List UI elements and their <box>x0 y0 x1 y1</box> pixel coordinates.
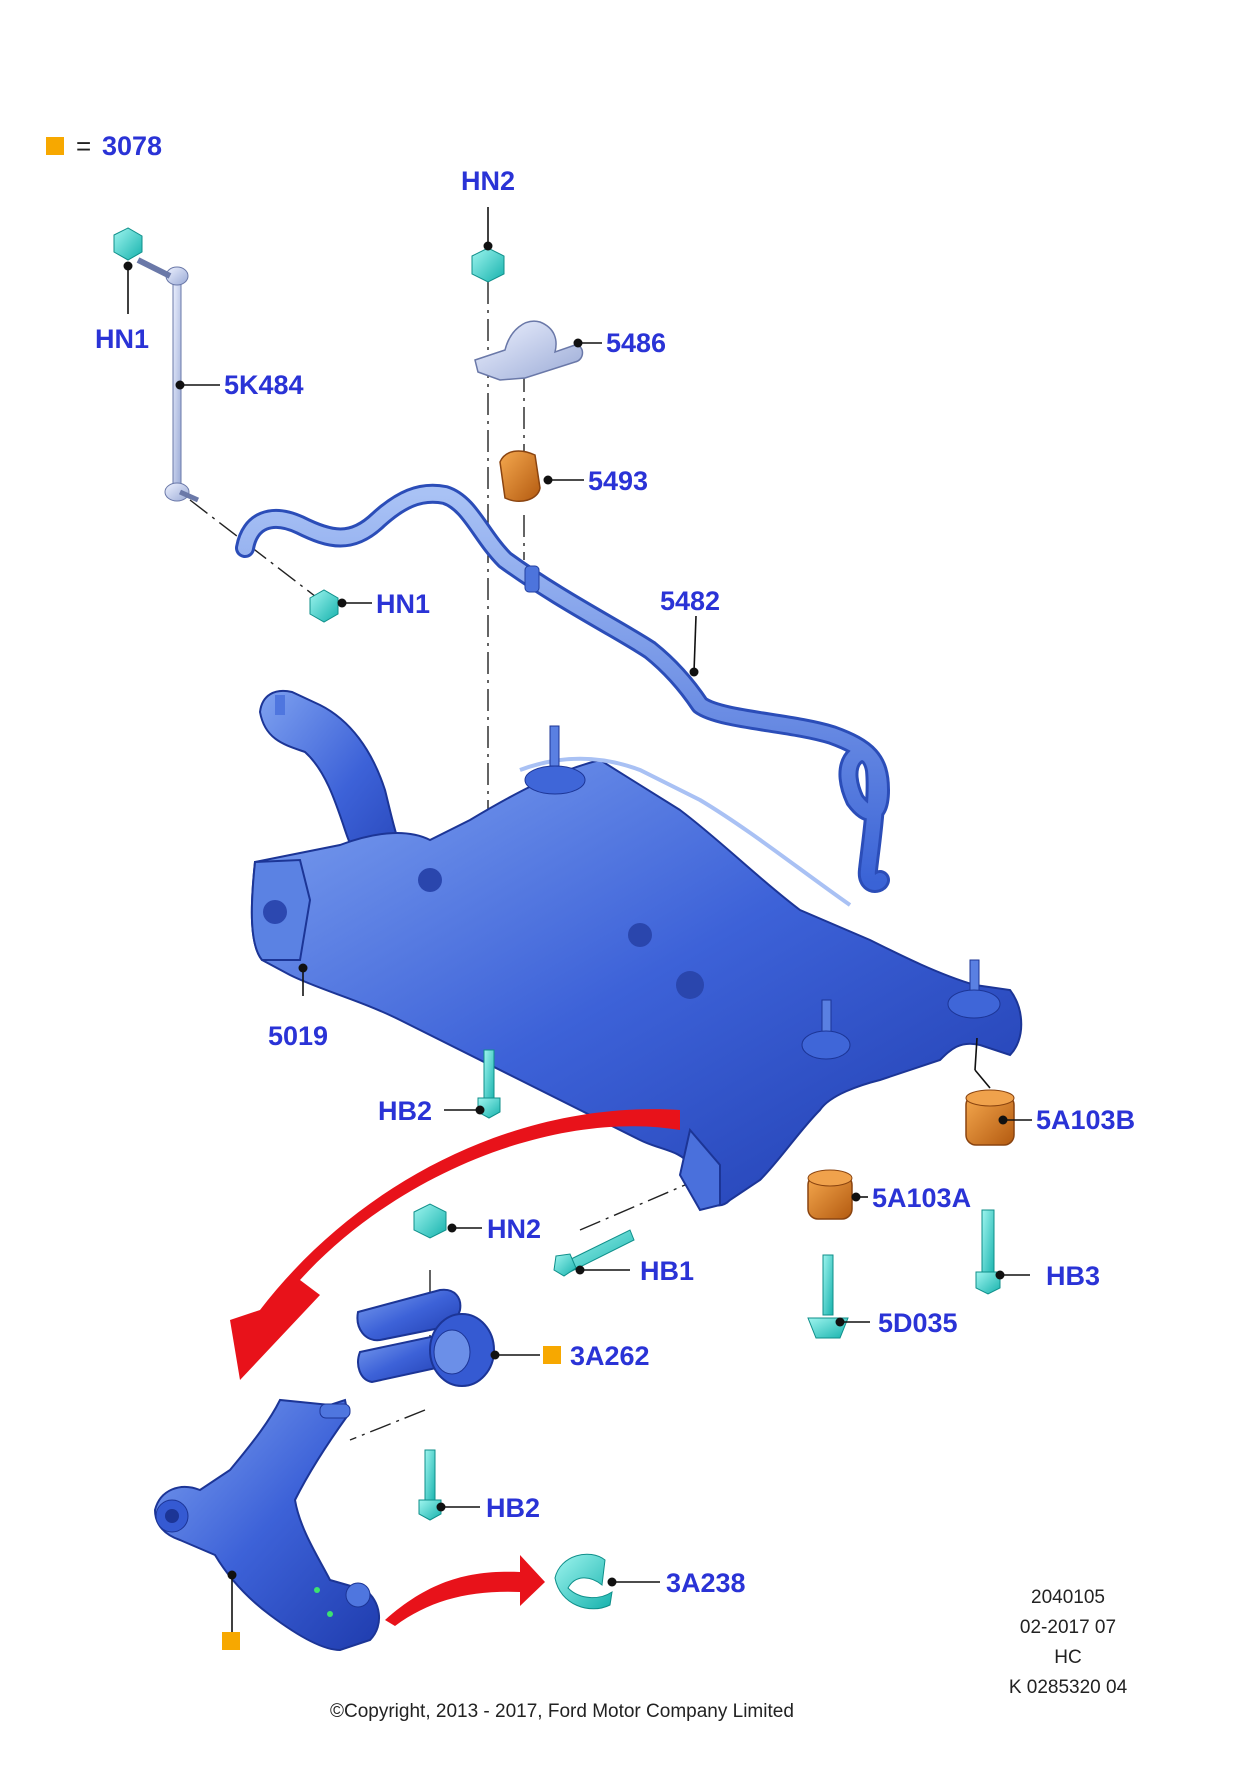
copyright-notice: ©Copyright, 2013 - 2017, Ford Motor Comp… <box>330 1701 794 1722</box>
stabilizer-bar-5482 <box>235 483 890 893</box>
label-hn2-top: HN2 <box>461 166 516 196</box>
legend-marker-3a262 <box>543 1346 561 1364</box>
label-5k484: 5K484 <box>224 370 304 400</box>
label-3a238: 3A238 <box>666 1568 746 1598</box>
label-hn1-top: HN1 <box>95 324 150 354</box>
bushings <box>499 450 1015 1220</box>
label-5019: 5019 <box>268 1021 329 1051</box>
label-hb1: HB1 <box>640 1256 695 1286</box>
leader-dots <box>123 241 1008 1587</box>
info-line-1: 2040105 <box>1031 1587 1105 1608</box>
label-hn2-low: HN2 <box>487 1214 542 1244</box>
info-line-3: HC <box>1054 1647 1082 1668</box>
label-5a103a: 5A103A <box>872 1183 972 1213</box>
red-flow-arrow-small <box>385 1555 545 1626</box>
label-5d035: 5D035 <box>878 1308 958 1338</box>
subframe-5019 <box>250 690 1023 1212</box>
label-5a103b: 5A103B <box>1036 1105 1136 1135</box>
info-line-4: K 0285320 04 <box>1008 1677 1128 1698</box>
legend-marker-arm <box>222 1632 240 1650</box>
label-5482: 5482 <box>660 586 721 616</box>
label-hb2-low: HB2 <box>486 1493 541 1523</box>
lower-control-arm <box>153 1398 381 1652</box>
fasteners <box>113 227 1001 1610</box>
red-flow-arrow-large <box>230 1109 680 1380</box>
label-hn1-mid: HN1 <box>376 589 431 619</box>
label-hb3: HB3 <box>1046 1261 1101 1291</box>
stabilizer-clamp-5486 <box>474 320 584 381</box>
legend-equals: = <box>76 131 92 161</box>
bushing-bracket-3a262 <box>356 1288 495 1387</box>
leader-lines <box>127 207 1032 1632</box>
legend-value: 3078 <box>102 131 163 161</box>
label-hb2-mid: HB2 <box>378 1096 433 1126</box>
label-5493: 5493 <box>588 466 649 496</box>
label-3a262: 3A262 <box>570 1341 650 1371</box>
legend-swatch <box>46 137 64 155</box>
label-5486: 5486 <box>606 328 667 358</box>
stabilizer-link-5k484 <box>136 257 200 503</box>
info-line-2: 02-2017 07 <box>1019 1617 1117 1638</box>
